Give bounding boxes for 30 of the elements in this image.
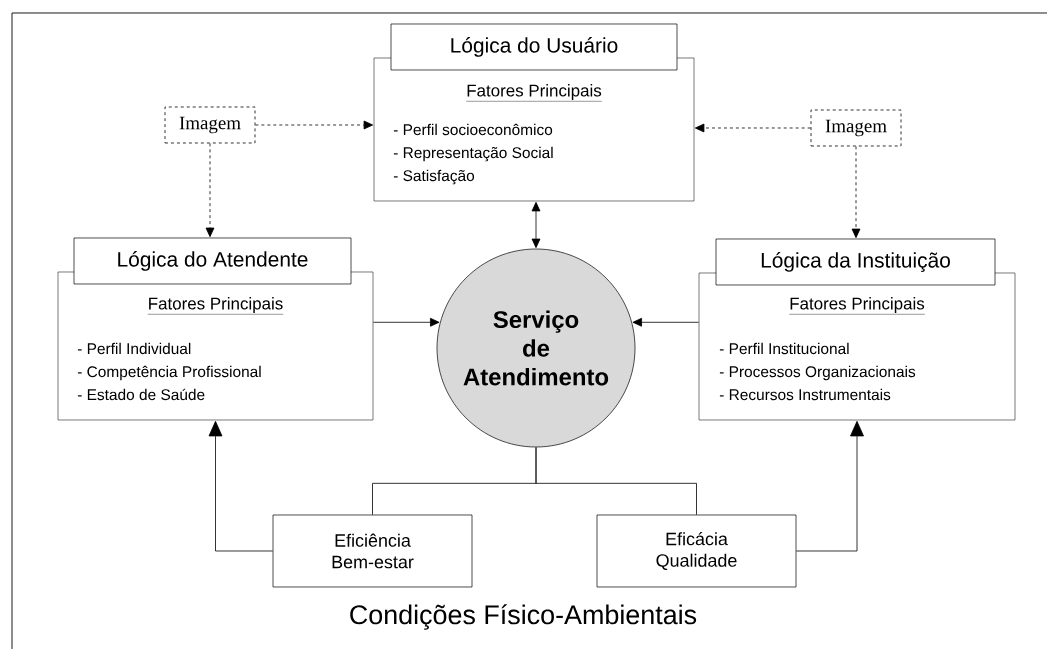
list-item: - Competência Profissional [77, 365, 261, 381]
caption-text: Condições Físico-Ambientais [350, 604, 697, 630]
list-item: - Perfil socioeconômico [393, 123, 553, 136]
title-tab: Lógica da Instituição [715, 238, 996, 286]
list-item: - Representação Social [393, 146, 553, 162]
arrow [531, 201, 541, 249]
list-item: - Satisfação [393, 169, 475, 185]
list-item: - Estado de Saúde [77, 388, 205, 401]
title-tab: Lógica do Usuário [390, 23, 678, 71]
heading: Fatores Principais [789, 297, 925, 315]
list-item: - Perfil Institucional [719, 342, 849, 355]
arrow [205, 143, 215, 238]
dashed-box: Imagem [810, 109, 902, 147]
arrow [694, 123, 811, 133]
arrow [851, 146, 861, 239]
title-tab: Lógica do Atendente [73, 237, 352, 285]
arrow [208, 420, 274, 552]
dashed-box: Imagem [164, 106, 256, 144]
arrow [372, 317, 440, 327]
arrow [255, 120, 374, 130]
outcome-box: Eficácia Qualidade [596, 514, 797, 588]
heading: Fatores Principais [466, 84, 602, 102]
arrow [632, 317, 700, 327]
list-item: - Recursos Instrumentais [719, 388, 891, 401]
arrow [795, 420, 864, 552]
connector-line [535, 446, 697, 516]
outcome-box: Eficiência Bem-estar [272, 514, 473, 588]
list-item: - Perfil Individual [77, 342, 191, 355]
heading: Fatores Principais [147, 297, 284, 315]
list-item: - Processos Organizacionais [719, 365, 916, 381]
